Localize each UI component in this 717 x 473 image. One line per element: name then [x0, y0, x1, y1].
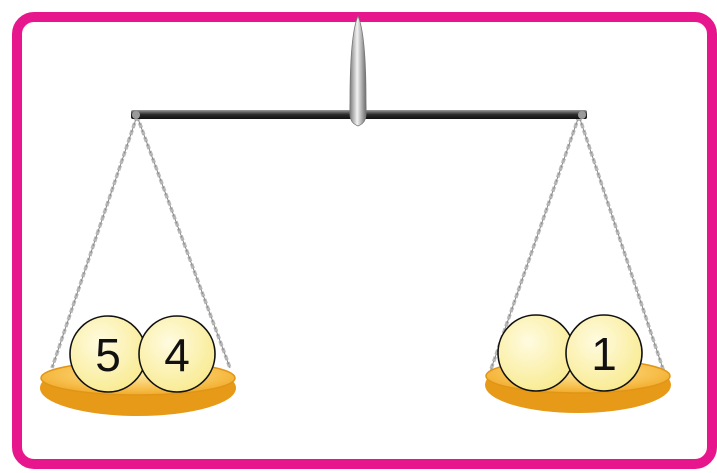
balance-needle [350, 16, 366, 126]
ball-number: 1 [591, 328, 617, 380]
left-ball-1[interactable]: 5 [70, 316, 146, 392]
right-ball-1[interactable] [498, 315, 574, 391]
right-ball-2[interactable]: 1 [566, 315, 642, 391]
ball-number: 5 [95, 329, 121, 381]
left-ball-2[interactable]: 4 [139, 316, 215, 392]
ball-number: 4 [164, 329, 190, 381]
